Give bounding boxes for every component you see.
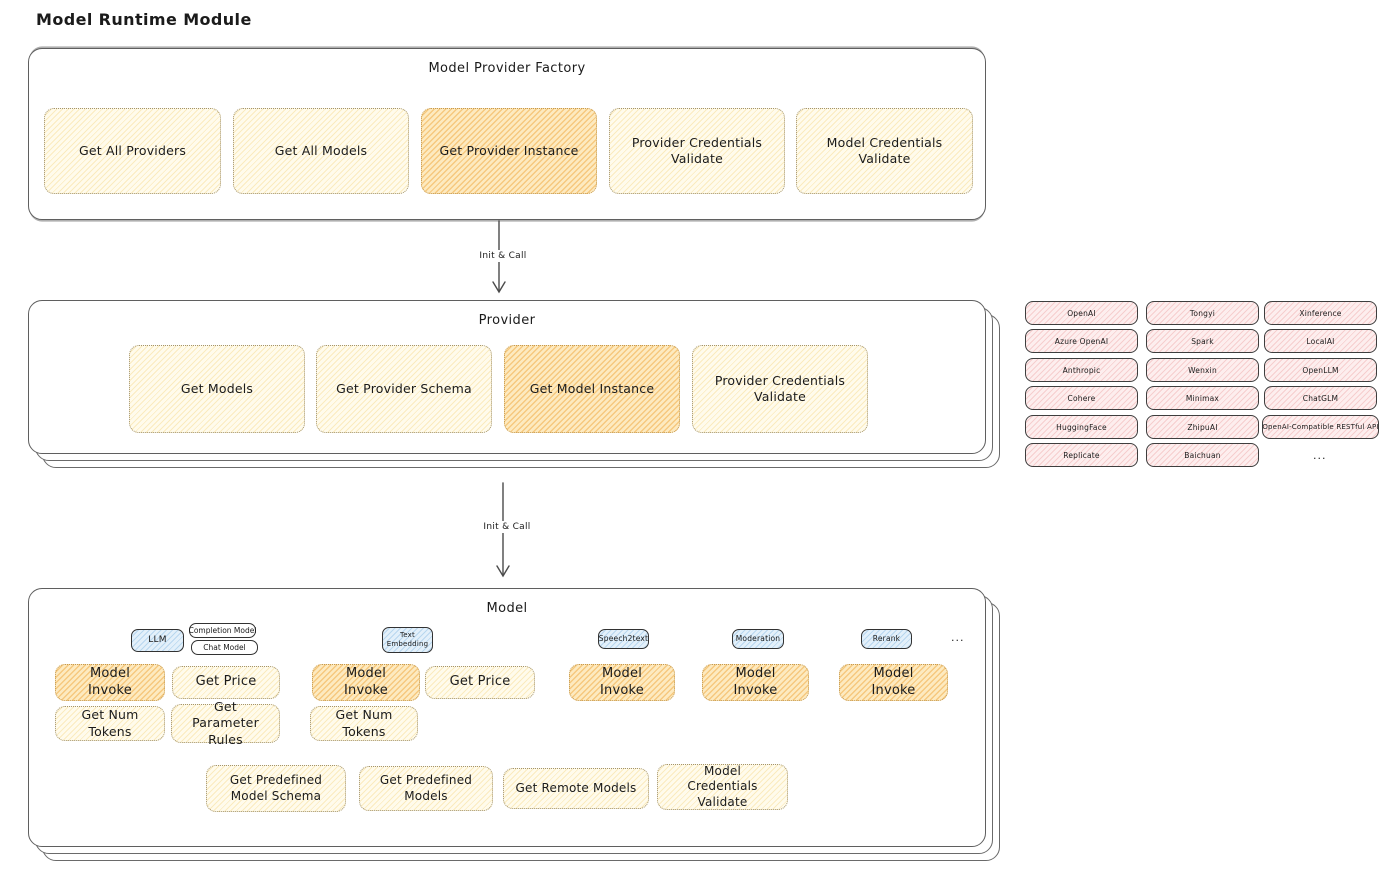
tag-speech2text: Speech2text xyxy=(598,629,649,649)
model-box-get-remote-models: Get Remote Models xyxy=(503,768,649,809)
arrow-provider-to-model xyxy=(496,482,510,578)
provider-chip-cohere: Cohere xyxy=(1025,386,1138,410)
provider-chip-azure-openai: Azure OpenAI xyxy=(1025,329,1138,353)
provider-box-get-model-instance: Get Model Instance xyxy=(504,345,680,433)
provider-catalog-ellipsis: ... xyxy=(1313,449,1327,462)
model-box-get-parameter-rules: Get Parameter Rules xyxy=(171,699,280,747)
model-box-get-predefined-model-schema: Get Predefined Model Schema xyxy=(206,765,346,812)
tag-completion-model: Completion Model xyxy=(189,623,256,638)
model-box-invoke-llm: Model Invoke xyxy=(55,664,165,701)
provider-chip-localai: LocalAI xyxy=(1264,329,1377,353)
factory-box-provider-credentials-validate: Provider Credentials Validate xyxy=(609,108,785,194)
tag-chat-model: Chat Model xyxy=(191,640,258,655)
model-box-get-num-tokens-llm: Get Num Tokens xyxy=(55,706,165,741)
provider-chip-chatglm: ChatGLM xyxy=(1264,386,1377,410)
provider-chip-baichuan: Baichuan xyxy=(1146,443,1259,467)
provider-chip-tongyi: Tongyi xyxy=(1146,301,1259,325)
page-title: Model Runtime Module xyxy=(36,10,252,29)
factory-container: Model Provider Factory Get All Providers… xyxy=(28,48,986,220)
provider-chip-xinference: Xinference xyxy=(1264,301,1377,325)
model-container: Model LLM Completion Model Chat Model Te… xyxy=(28,588,986,847)
arrow-label-init-call-1: Init & Call xyxy=(469,250,537,262)
model-box-get-predefined-models: Get Predefined Models xyxy=(359,766,493,811)
provider-title: Provider xyxy=(478,313,536,328)
provider-chip-wenxin: Wenxin xyxy=(1146,358,1259,382)
model-box-get-price-llm: Get Price xyxy=(172,666,280,699)
provider-chip-huggingface: HuggingFace xyxy=(1025,415,1138,439)
factory-box-get-all-providers: Get All Providers xyxy=(44,108,221,194)
model-box-get-num-tokens-embedding: Get Num Tokens xyxy=(310,706,418,741)
provider-chip-openllm: OpenLLM xyxy=(1264,358,1377,382)
provider-chip-anthropic: Anthropic xyxy=(1025,358,1138,382)
provider-chip-minimax: Minimax xyxy=(1146,386,1259,410)
tag-moderation: Moderation xyxy=(732,629,784,649)
tag-rerank: Rerank xyxy=(861,629,912,649)
tag-llm: LLM xyxy=(131,629,184,652)
factory-box-get-provider-instance: Get Provider Instance xyxy=(421,108,597,194)
model-tags-ellipsis: ... xyxy=(951,631,965,644)
provider-box-get-models: Get Models xyxy=(129,345,305,433)
model-box-invoke-speech2text: Model Invoke xyxy=(569,664,675,701)
provider-box-provider-credentials-validate: Provider Credentials Validate xyxy=(692,345,868,433)
model-box-model-credentials-validate: Model Credentials Validate xyxy=(657,764,788,810)
factory-title: Model Provider Factory xyxy=(428,61,586,76)
provider-chip-zhipuai: ZhipuAI xyxy=(1146,415,1259,439)
model-box-invoke-rerank: Model Invoke xyxy=(839,664,948,701)
factory-box-model-credentials-validate: Model Credentials Validate xyxy=(796,108,973,194)
arrow-label-init-call-2: Init & Call xyxy=(473,521,541,533)
provider-chip-spark: Spark xyxy=(1146,329,1259,353)
provider-box-get-provider-schema: Get Provider Schema xyxy=(316,345,492,433)
model-box-invoke-embedding: Model Invoke xyxy=(312,664,420,701)
provider-container: Provider Get Models Get Provider Schema … xyxy=(28,300,986,454)
model-box-invoke-moderation: Model Invoke xyxy=(702,664,809,701)
provider-chip-replicate: Replicate xyxy=(1025,443,1138,467)
factory-box-get-all-models: Get All Models xyxy=(233,108,409,194)
provider-chip-openai: OpenAI xyxy=(1025,301,1138,325)
model-title: Model xyxy=(486,601,528,616)
provider-chip-openai-compatible-restful-api: OpenAI-Compatible RESTful API xyxy=(1262,415,1379,439)
tag-text-embedding: Text Embedding xyxy=(382,627,433,653)
model-box-get-price-embedding: Get Price xyxy=(425,666,535,699)
